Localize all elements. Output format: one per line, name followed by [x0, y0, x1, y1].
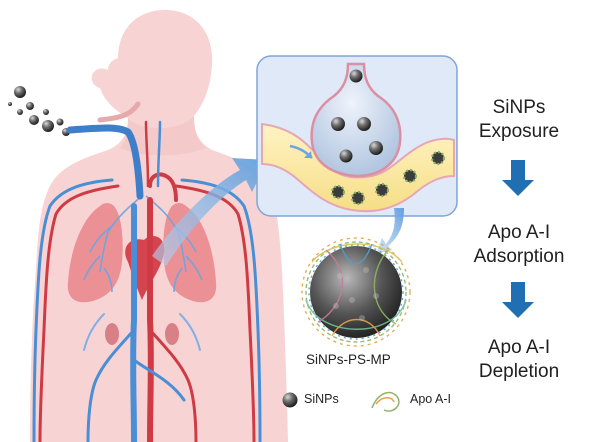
legend-apo-label: Apo A-I — [410, 392, 451, 406]
step-exposure-line2: Exposure — [478, 121, 560, 142]
flow-arrow-down-1 — [502, 160, 534, 196]
kidney-left — [105, 323, 119, 345]
trachea — [66, 124, 144, 200]
kidney-right — [165, 323, 179, 345]
airway-pink — [97, 101, 141, 123]
body-silhouette — [30, 10, 288, 442]
step-exposure-text: SiNPs Exposure — [454, 96, 584, 144]
lung-to-alveolus-arrow — [152, 158, 268, 266]
flow-arrow-down-2 — [502, 282, 534, 318]
flow-arrows — [502, 160, 534, 318]
step-depletion-line2: Depletion — [478, 361, 560, 382]
nanoparticle-label: SiNPs-PS-MP — [306, 352, 391, 367]
step-depletion-line1: Apo A-I — [487, 337, 551, 358]
step-adsorption-line2: Adsorption — [473, 246, 565, 267]
nanoparticle-corona — [301, 237, 411, 347]
step-exposure-line1: SiNPs — [492, 97, 546, 118]
legend-sinps-icon — [282, 392, 298, 408]
legend-sinps-label: SiNPs — [304, 392, 339, 406]
step-adsorption-line1: Apo A-I — [487, 222, 551, 243]
legend-apo-icon — [371, 391, 400, 412]
step-adsorption-text: Apo A-I Adsorption — [454, 221, 584, 269]
alveolus-inset — [256, 55, 458, 217]
neck-shadow — [120, 116, 206, 156]
inset-to-np-arrow — [376, 208, 404, 254]
inhaled-particles — [8, 86, 70, 136]
step-depletion-text: Apo A-I Depletion — [454, 336, 584, 384]
human-figure — [30, 10, 288, 442]
